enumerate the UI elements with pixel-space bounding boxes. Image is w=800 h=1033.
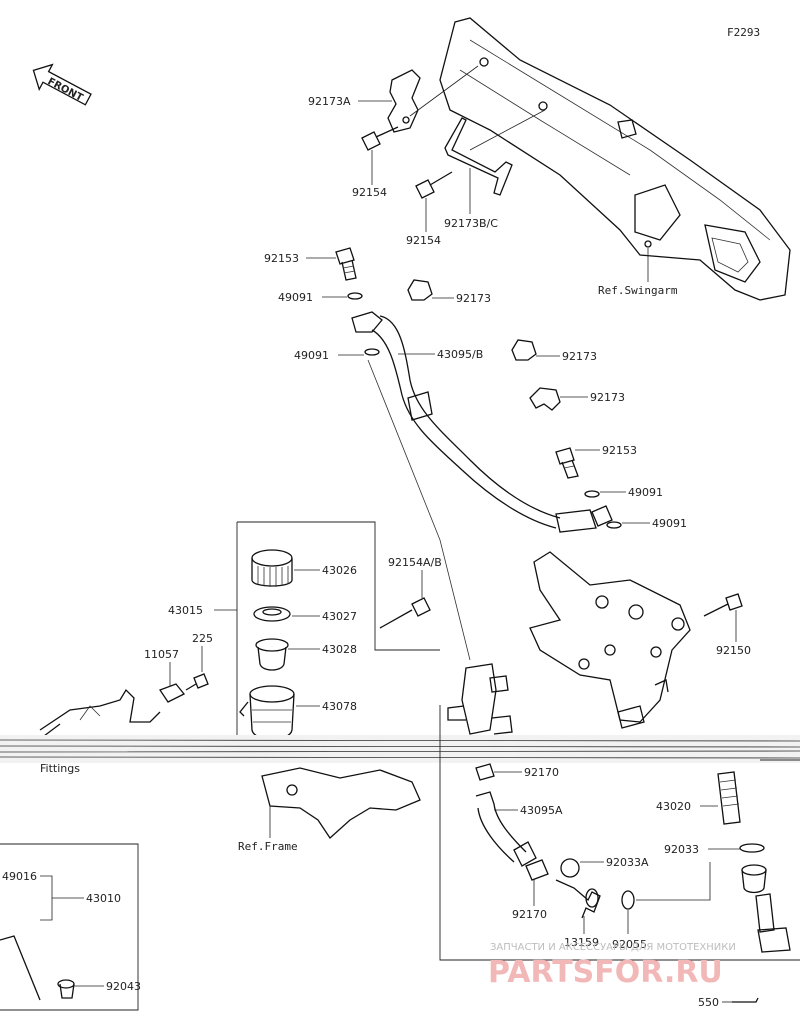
lever-part xyxy=(0,935,41,1001)
fitting-13159 xyxy=(555,879,601,919)
label-43078: 43078 xyxy=(322,700,357,713)
label-49091-c: 49091 xyxy=(628,486,663,499)
footrest-bracket xyxy=(529,551,691,729)
reservoir-cap-43026 xyxy=(251,549,293,587)
banjo-bolt-92153-b xyxy=(555,447,579,479)
label-92153-b: 92153 xyxy=(602,444,637,457)
label-92154AB: 92154A/B xyxy=(388,556,442,569)
pin-550 xyxy=(732,997,759,1003)
watermark-caption: ЗАПЧАСТИ И АКСЕССУАРЫ ДЛЯ МОТОТЕХНИКИ xyxy=(490,942,736,953)
banjo-bolt-92153-a xyxy=(335,247,357,281)
diaphragm-43028 xyxy=(255,638,289,671)
group-43010-box xyxy=(0,843,139,1011)
ref-swingarm: Ref.Swingarm xyxy=(598,284,678,297)
label-43028: 43028 xyxy=(322,643,357,656)
label-225: 225 xyxy=(192,632,213,645)
label-550: 550 xyxy=(698,996,719,1009)
label-43015: 43015 xyxy=(168,604,203,617)
ref-fittings: Fittings xyxy=(40,762,80,775)
label-92170-b: 92170 xyxy=(512,908,547,921)
plate-43027 xyxy=(253,606,291,622)
washer-49091-d xyxy=(606,521,622,529)
clip-92173-a xyxy=(407,279,433,301)
bolt-92154-a xyxy=(361,126,399,151)
label-43020: 43020 xyxy=(656,800,691,813)
bolt-92154-b xyxy=(415,171,453,199)
bolt-92150 xyxy=(703,593,743,617)
group-43015-box xyxy=(237,521,440,651)
label-43026: 43026 xyxy=(322,564,357,577)
bracket-92173A xyxy=(387,69,421,133)
label-92055: 92055 xyxy=(612,938,647,951)
bolt-92154AB xyxy=(379,597,431,629)
label-92033A: 92033A xyxy=(606,856,649,869)
label-92150: 92150 xyxy=(716,644,751,657)
piston-43020 xyxy=(717,771,741,825)
clamp-92170-a xyxy=(475,763,495,781)
bracket-11057 xyxy=(159,683,186,703)
label-92033: 92033 xyxy=(664,843,699,856)
push-rod xyxy=(755,893,791,953)
ref-frame: Ref.Frame xyxy=(238,840,298,853)
bracket-92173BC xyxy=(444,117,513,196)
washer-49091-a xyxy=(347,292,363,300)
label-49016: 49016 xyxy=(2,870,37,883)
label-92170-a: 92170 xyxy=(524,766,559,779)
swingarm-outline xyxy=(439,17,791,301)
label-49091-d: 49091 xyxy=(652,517,687,530)
circlip-92033 xyxy=(739,843,765,853)
group-43020-box xyxy=(439,705,800,961)
label-92173-c: 92173 xyxy=(590,391,625,404)
label-43010: 43010 xyxy=(86,892,121,905)
watermark-brand: PARTSFOR.RU xyxy=(488,955,723,990)
label-92173-a: 92173 xyxy=(456,292,491,305)
label-92173-b: 92173 xyxy=(562,350,597,363)
oring-92055 xyxy=(621,890,635,910)
label-92154-b: 92154 xyxy=(406,234,441,247)
label-43095B: 43095/B xyxy=(437,348,483,361)
frame-ref-outline xyxy=(261,767,421,839)
label-92153-a: 92153 xyxy=(264,252,299,265)
label-92043: 92043 xyxy=(106,980,141,993)
reservoir-43078 xyxy=(239,685,295,740)
screw-225 xyxy=(185,673,209,691)
scan-artifact-band xyxy=(0,735,800,763)
washer-49091-c xyxy=(584,490,600,498)
master-cylinder xyxy=(447,663,513,735)
label-13159: 13159 xyxy=(564,936,599,949)
label-49091-b: 49091 xyxy=(294,349,329,362)
label-92173BC: 92173B/C xyxy=(444,217,498,230)
bolt-92043 xyxy=(57,979,75,999)
boot-part xyxy=(741,864,767,894)
washer-49091-b xyxy=(364,348,380,356)
front-arrow-icon: FRONT xyxy=(32,63,92,106)
label-43027: 43027 xyxy=(322,610,357,623)
label-43095A: 43095A xyxy=(520,804,563,817)
clip-92173-c xyxy=(529,387,561,411)
label-92173A: 92173A xyxy=(308,95,351,108)
hose-43095B xyxy=(351,311,613,533)
clip-92173-b xyxy=(511,339,537,361)
hose-43095A xyxy=(475,791,537,867)
handle-fittings xyxy=(35,688,161,743)
label-92154-a: 92154 xyxy=(352,186,387,199)
circlip-92033A xyxy=(560,858,580,878)
diagram-code: F2293 xyxy=(727,26,760,39)
clamp-92170-b xyxy=(525,859,549,881)
label-11057: 11057 xyxy=(144,648,179,661)
label-49091-a: 49091 xyxy=(278,291,313,304)
